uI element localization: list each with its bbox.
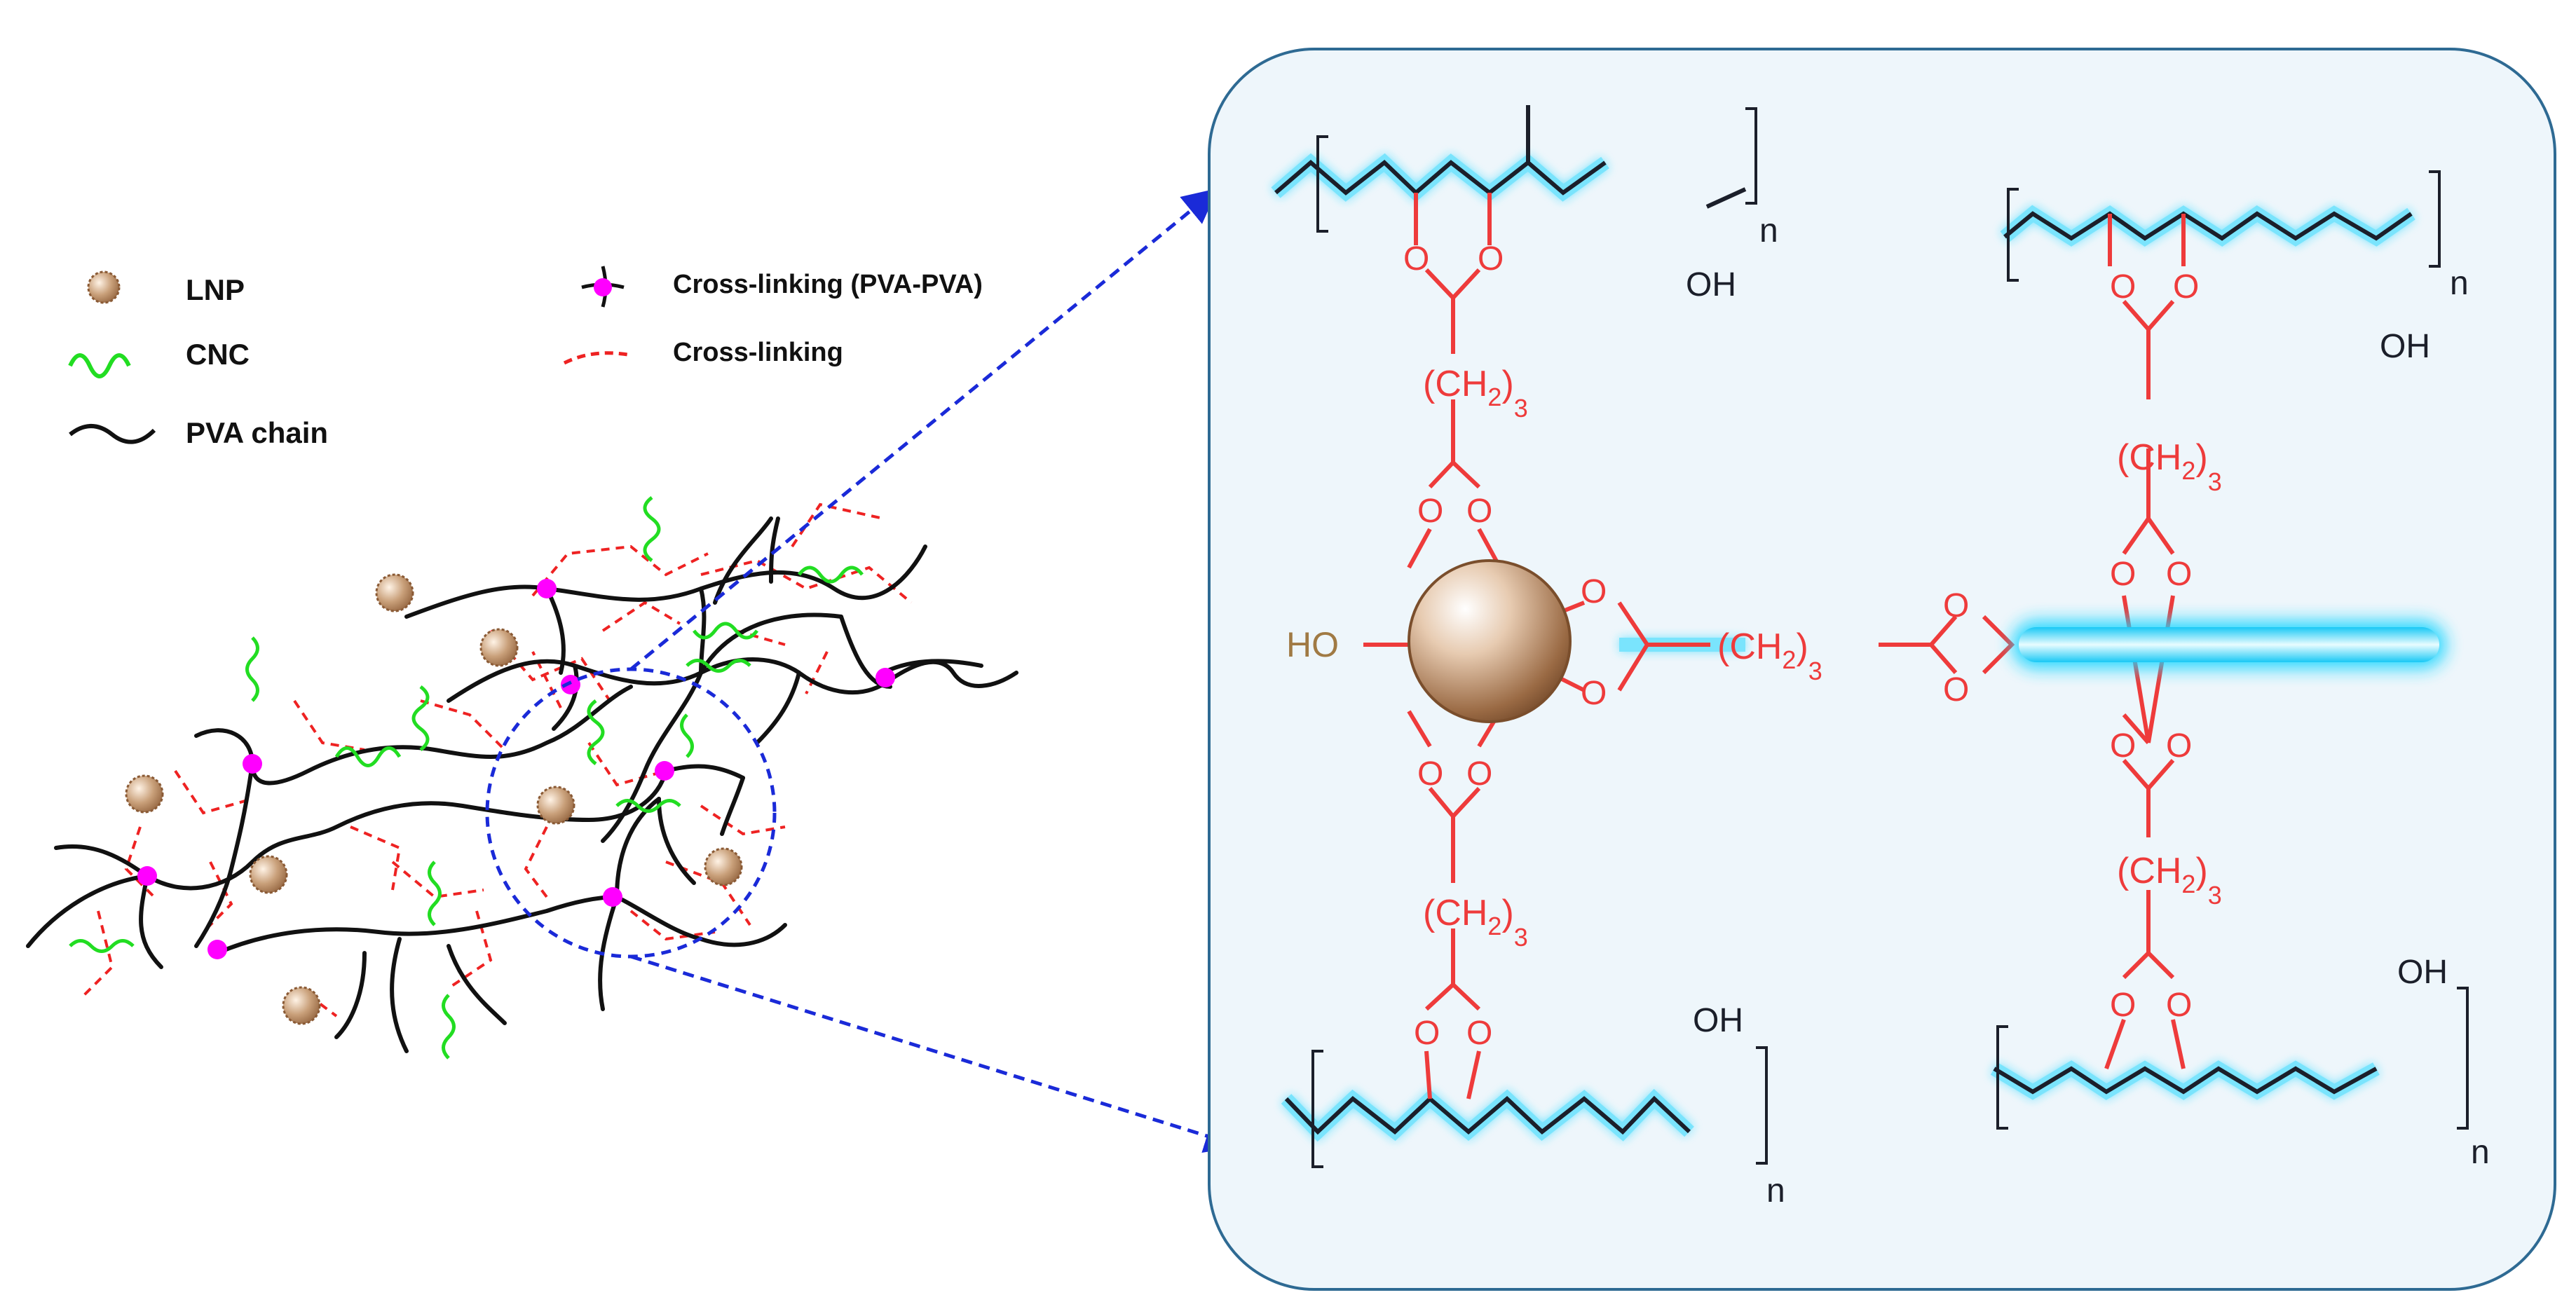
ch2-spacer: (CH2)3 — [2117, 437, 2222, 496]
cnc-wave-icon — [68, 353, 131, 378]
legend-cnc: CNC — [186, 338, 250, 371]
zoom-arrows — [629, 188, 1241, 1153]
ch2-spacer: (CH2)3 — [1717, 626, 1822, 685]
o-label: O — [1417, 493, 1443, 530]
legend-pva-chain: PVA chain — [186, 416, 328, 449]
lnp-particle-icon — [87, 270, 121, 304]
o-label: O — [2166, 987, 2192, 1024]
lnp-sphere — [1408, 559, 1572, 723]
o-label: O — [1417, 755, 1443, 793]
o-label: O — [1581, 675, 1607, 712]
o-label: O — [1466, 755, 1492, 793]
o-label: O — [2110, 556, 2136, 593]
ho-label: HO — [1286, 625, 1339, 664]
oxygen-labels: O O O O O O O O O O O O O O O O O O O O — [1403, 240, 2199, 1052]
o-label: O — [1403, 240, 1429, 277]
zoom-arrow-top — [629, 188, 1218, 671]
cnc-rod — [2012, 620, 2446, 669]
crosslink-node-icon — [581, 266, 625, 308]
zoom-panel — [1208, 48, 2556, 1291]
ch2-spacer: (CH2)3 — [2117, 851, 2222, 910]
crosslink-dash-icon — [563, 351, 628, 365]
oh-label: OH — [1693, 1002, 1743, 1039]
repeat-brackets — [1311, 107, 2469, 1168]
oh-label: OH — [2380, 328, 2430, 365]
o-label: O — [1943, 671, 1969, 708]
zoom-arrow-bottom — [630, 954, 1241, 1153]
ch2-spacer: (CH2)3 — [1423, 364, 1528, 423]
chemical-structure: O O O O O O O O O O O O O O O O O O O O … — [1271, 105, 2490, 1209]
o-label: O — [2173, 268, 2199, 306]
o-label: O — [2166, 556, 2192, 593]
o-label: O — [1581, 573, 1607, 610]
crosslink-nodes — [137, 579, 895, 959]
legend-lnp: LNP — [186, 273, 245, 306]
o-label: O — [2110, 727, 2136, 765]
ch2-spacer: (CH2)3 — [1423, 893, 1528, 952]
pva-chains — [26, 516, 1018, 1053]
o-label: O — [1943, 587, 1969, 624]
pva-chain-icon — [69, 424, 156, 444]
o-label: O — [1466, 1015, 1492, 1052]
oh-label: OH — [2397, 954, 2448, 991]
o-label: O — [1414, 1015, 1440, 1052]
legend-crosslinking-pva: Cross-linking (PVA-PVA) — [673, 270, 983, 299]
repeat-n: n — [2471, 1134, 2490, 1171]
acetal-linkages — [1363, 193, 2186, 1099]
repeat-n: n — [1759, 212, 1778, 249]
polymer-network — [26, 496, 1018, 1060]
o-label: O — [1466, 493, 1492, 530]
cnc-waves — [69, 496, 864, 1060]
terminal-labels: HO OH OH OH OH n n n n — [1286, 212, 2490, 1209]
oh-label: OH — [1686, 266, 1736, 303]
legend-crosslinking: Cross-linking — [673, 338, 843, 367]
o-label: O — [2166, 727, 2192, 765]
o-label: O — [2110, 987, 2136, 1024]
o-label: O — [2110, 268, 2136, 306]
o-label: O — [1478, 240, 1504, 277]
repeat-n: n — [2450, 265, 2469, 302]
legend: LNP CNC PVA chain Cross-linking (PVA-PVA… — [68, 266, 983, 449]
ch2-spacers: (CH2)3 (CH2)3 (CH2)3 (CH2)3 (CH2)3 — [1423, 364, 2222, 952]
repeat-n: n — [1766, 1172, 1785, 1209]
pva-backbones — [1274, 105, 2413, 1135]
lnp-particles — [125, 573, 743, 1025]
